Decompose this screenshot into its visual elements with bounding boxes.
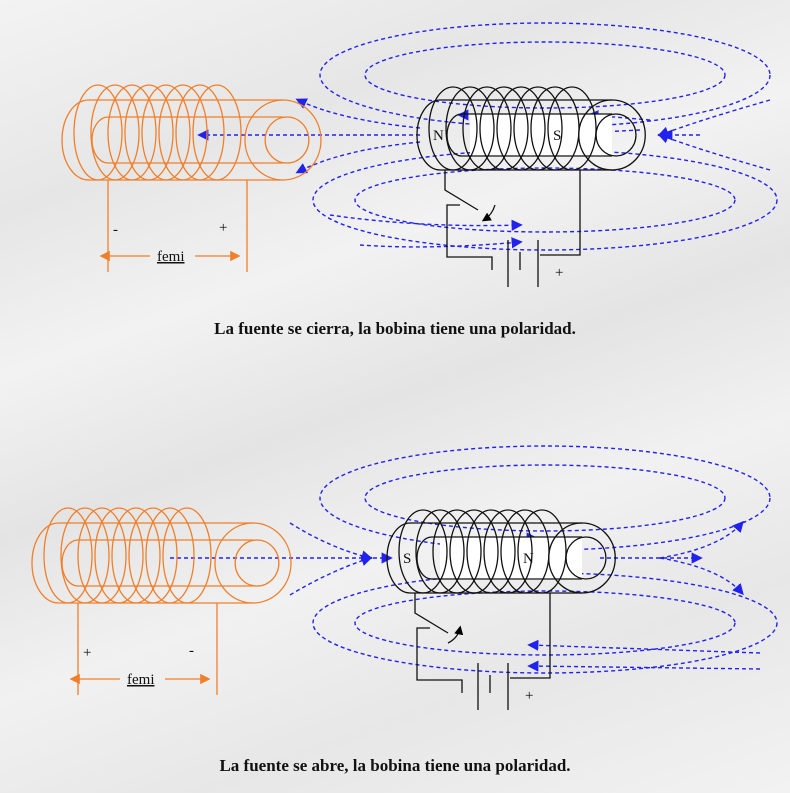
wire-right xyxy=(510,593,551,679)
induced-sign-left: + xyxy=(83,645,91,661)
end-ellipse xyxy=(244,99,322,181)
battery-plus-sign: + xyxy=(525,688,533,704)
winding-turn xyxy=(124,84,174,181)
wire-left xyxy=(416,627,463,693)
winding-turn xyxy=(547,86,597,171)
pole-left: S xyxy=(403,551,411,567)
winding-turn xyxy=(145,507,195,604)
field-line-arrow xyxy=(657,132,771,171)
winding-turn xyxy=(141,84,191,181)
pole-right: S xyxy=(553,128,561,144)
inner-cylinder xyxy=(416,536,582,580)
field-line-arrow xyxy=(659,557,744,596)
field-line-arrow xyxy=(659,520,744,559)
field-line-arrow xyxy=(295,141,421,174)
field-line-arrow xyxy=(527,660,761,672)
field-loop-top-inner xyxy=(364,41,726,109)
field-line-arrow xyxy=(527,639,761,654)
wire-left xyxy=(446,204,493,270)
winding-turn xyxy=(479,86,529,171)
winding-turn xyxy=(428,86,478,171)
inner-cylinder xyxy=(91,116,283,164)
winding-turn xyxy=(530,86,580,171)
induced-coil xyxy=(31,507,292,604)
field-line-arrow xyxy=(329,214,523,231)
switch-lever xyxy=(444,170,479,211)
femi-label: femi xyxy=(127,672,155,688)
field-line-arrow xyxy=(289,522,373,562)
winding-turn xyxy=(398,509,448,594)
winding-turn xyxy=(158,84,208,181)
caption-bottom: La fuente se abre, la bobina tiene una p… xyxy=(219,756,571,775)
winding-turn xyxy=(192,84,242,181)
inner-end-ellipse xyxy=(264,116,310,164)
field-loop-top-inner xyxy=(364,464,726,532)
winding-turn xyxy=(513,86,563,171)
induced-coil-group: - + femi xyxy=(61,84,322,272)
field-loop-top-outer xyxy=(319,445,771,551)
winding-turn xyxy=(175,84,225,181)
electromagnet-group: S N + xyxy=(386,509,616,710)
winding-turn xyxy=(90,84,140,181)
winding-turn xyxy=(128,507,178,604)
inner-cylinder xyxy=(446,113,612,157)
winding-turn xyxy=(500,509,550,594)
winding-turn xyxy=(43,507,93,604)
caption-top: La fuente se cierra, la bobina tiene una… xyxy=(214,319,576,338)
field-loop-bottom-outer xyxy=(312,572,778,674)
winding-turn xyxy=(94,507,144,604)
panel-2: + - femi S N + xyxy=(31,445,778,710)
pole-left: N xyxy=(433,128,444,144)
inner-cylinder xyxy=(61,539,253,587)
winding-turn xyxy=(517,509,567,594)
field-loop-bottom-inner xyxy=(354,167,736,233)
electromagnet-coil xyxy=(386,509,616,594)
switch-lever xyxy=(414,593,449,634)
winding-turn xyxy=(60,507,110,604)
winding-turn xyxy=(449,509,499,594)
circuit xyxy=(414,593,551,710)
winding-turn xyxy=(466,509,516,594)
field-line-arrow xyxy=(289,555,373,596)
winding-turn xyxy=(107,84,157,181)
winding-turn xyxy=(73,84,123,181)
circuit xyxy=(444,170,581,287)
femi-label: femi xyxy=(157,249,185,265)
field-line-arrow xyxy=(295,98,421,129)
winding-turn xyxy=(483,509,533,594)
end-ellipse xyxy=(214,522,292,604)
electromagnet-coil xyxy=(416,86,646,171)
winding-turn xyxy=(111,507,161,604)
field-loop-top-outer xyxy=(319,22,771,128)
pole-right: N xyxy=(523,551,534,567)
winding-turn xyxy=(432,509,482,594)
winding-turn xyxy=(496,86,546,171)
field-loop-bottom-outer xyxy=(312,149,778,251)
induced-coil-leads xyxy=(69,603,218,695)
winding-turn xyxy=(462,86,512,171)
electromagnet-group: N S + xyxy=(416,86,646,287)
switch-motion-arrow xyxy=(447,625,464,644)
induced-sign-right: - xyxy=(189,643,194,659)
field-loop-bottom-inner xyxy=(354,590,736,656)
induced-sign-right: + xyxy=(219,220,227,236)
induced-coil-group: + - femi xyxy=(31,507,292,695)
wire-right xyxy=(540,170,581,256)
winding-turn xyxy=(415,509,465,594)
inner-end-ellipse xyxy=(234,539,280,587)
battery-plus-sign: + xyxy=(555,265,563,281)
induced-sign-left: - xyxy=(113,222,118,238)
winding-turn xyxy=(77,507,127,604)
field-line-arrow xyxy=(657,99,771,138)
winding-turn xyxy=(445,86,495,171)
outer-cylinder xyxy=(416,99,612,171)
field-line-arrow xyxy=(359,237,523,249)
outer-cylinder xyxy=(386,522,582,594)
induced-coil xyxy=(61,84,322,181)
winding-turn xyxy=(162,507,212,604)
panel-1: - + femi N S + xyxy=(61,22,778,287)
induced-coil-leads xyxy=(99,180,248,272)
switch-motion-arrow xyxy=(481,204,496,222)
